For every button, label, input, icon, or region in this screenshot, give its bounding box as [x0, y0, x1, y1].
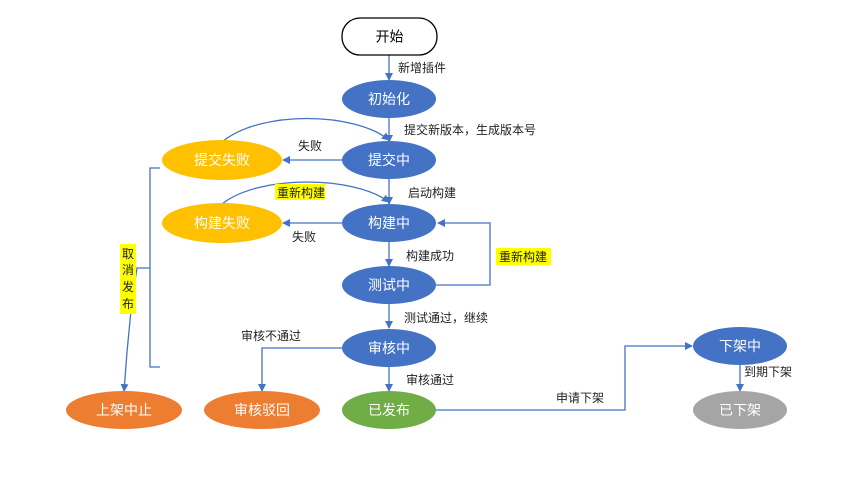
node-init[interactable]: 初始化	[342, 80, 436, 118]
node-building[interactable]: 构建中	[342, 204, 436, 242]
label-cancel-publish-1: 取	[122, 247, 134, 261]
node-listing-stopped[interactable]: 上架中止	[66, 391, 182, 429]
node-submitting-label: 提交中	[368, 152, 410, 169]
label-start-build: 启动构建	[408, 185, 456, 200]
node-build-failed[interactable]: 构建失败	[162, 203, 282, 243]
edge-reviewing-rejected	[258, 347, 342, 392]
label-fail-2: 失败	[292, 229, 316, 244]
node-init-label: 初始化	[368, 91, 410, 108]
edge-labels: 新增插件 提交新版本，生成版本号 失败 重新构建 启动构建 失败 构建成功 重新…	[120, 60, 792, 405]
edge-testing-building-loop	[436, 219, 491, 286]
node-building-label: 构建中	[368, 216, 410, 232]
node-delisted-label: 已下架	[719, 403, 761, 419]
label-review-pass: 审核通过	[406, 372, 454, 387]
node-submitting[interactable]: 提交中	[342, 141, 436, 179]
node-reviewing-label: 审核中	[368, 341, 410, 357]
highlight-rebuild-1	[275, 184, 325, 200]
node-testing-label: 测试中	[368, 278, 410, 294]
label-cancel-publish-4: 布	[122, 297, 134, 311]
node-build-failed-label: 构建失败	[194, 216, 250, 232]
label-review-reject: 审核不通过	[241, 328, 301, 343]
node-listing-stopped-label: 上架中止	[96, 403, 152, 419]
edge-buildfail-building-arc	[221, 181, 390, 205]
label-rebuild-2: 重新构建	[499, 249, 547, 264]
label-add-plugin: 新增插件	[398, 60, 446, 75]
node-rejected[interactable]: 审核驳回	[204, 391, 320, 429]
label-build-success: 构建成功	[406, 248, 454, 263]
label-apply-delist: 申请下架	[556, 391, 604, 405]
edge-published-delisting	[436, 342, 693, 411]
node-start-label: 开始	[376, 30, 404, 46]
label-test-pass: 测试通过，继续	[404, 310, 488, 325]
node-delisted[interactable]: 已下架	[693, 391, 787, 429]
label-rebuild-1: 重新构建	[277, 185, 325, 200]
node-published-label: 已发布	[368, 403, 410, 419]
label-expire-delist: 到期下架	[744, 365, 792, 379]
node-start[interactable]: 开始	[341, 17, 438, 56]
node-rejected-label: 审核驳回	[234, 403, 290, 419]
node-delisting-label: 下架中	[719, 339, 761, 355]
highlight-cancel-publish	[120, 244, 136, 314]
label-cancel-publish-3: 发	[122, 279, 134, 294]
node-reviewing[interactable]: 审核中	[342, 329, 436, 367]
node-submit-failed[interactable]: 提交失败	[162, 140, 282, 180]
edge-submitfail-submitting-arc	[221, 117, 390, 143]
node-published[interactable]: 已发布	[342, 391, 436, 429]
node-delisting[interactable]: 下架中	[693, 327, 787, 365]
highlight-rebuild-2	[496, 248, 551, 265]
label-submit-new-version: 提交新版本，生成版本号	[404, 122, 536, 137]
label-fail-1: 失败	[298, 138, 322, 153]
connectors	[120, 55, 744, 411]
label-cancel-publish-2: 消	[122, 263, 134, 277]
node-testing[interactable]: 测试中	[342, 266, 436, 304]
node-submit-failed-label: 提交失败	[194, 152, 250, 169]
cancel-publish-bracket	[149, 167, 160, 368]
